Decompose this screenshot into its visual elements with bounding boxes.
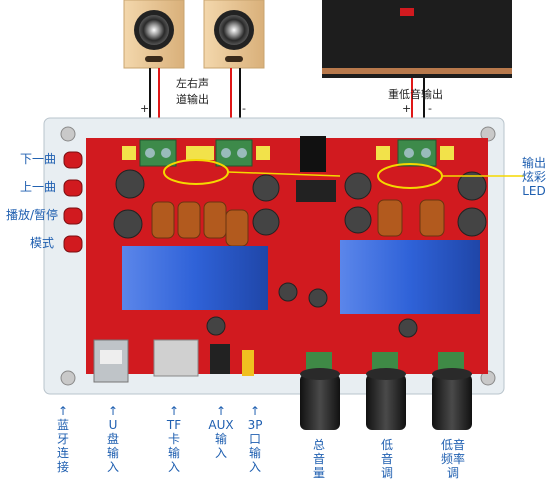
knob-label-bass: 低 音 调 <box>380 438 394 480</box>
knob-label-char: 调 <box>380 466 393 480</box>
knob-label-char: 低 <box>380 438 393 452</box>
button-label-mode: 模式 <box>30 236 55 250</box>
knob-bass-frequency[interactable] <box>432 352 472 430</box>
input-usb-char: 盘 <box>106 432 119 446</box>
left-right-label-line1: 左右声 <box>176 77 209 90</box>
button-label-play-pause: 播放/暂停 <box>6 208 59 222</box>
knob-bass[interactable] <box>366 352 406 430</box>
input-tf-char: 输 <box>167 446 180 460</box>
button-label-prev: 上一曲 <box>20 180 57 194</box>
led-label-line2: 炫彩 <box>522 170 547 184</box>
input-3p-char: 3P <box>247 418 263 432</box>
arrow-up-icon: ↑ <box>57 404 69 418</box>
input-aux: ↑ AUX 输 入 <box>204 404 238 460</box>
left-right-label-line2: 道输出 <box>176 93 209 106</box>
subwoofer-output-label: 重低音输出 <box>388 88 443 101</box>
input-3p: ↑ 3P 口 输 入 <box>244 404 266 474</box>
pcb-board <box>86 136 524 383</box>
input-bluetooth: ↑ 蓝 牙 连 接 <box>56 404 70 474</box>
heatsink-right <box>340 240 480 314</box>
knob-label-char: 量 <box>312 466 325 480</box>
input-bluetooth-char: 牙 <box>56 432 69 446</box>
knob-label-char: 音 <box>380 452 393 466</box>
input-bluetooth-char: 蓝 <box>56 418 69 432</box>
knob-label-char: 音 <box>312 452 325 466</box>
input-tf-char: 入 <box>167 460 180 474</box>
input-3p-char: 口 <box>248 432 261 446</box>
input-usb-char: 入 <box>106 460 119 474</box>
input-bluetooth-char: 接 <box>56 460 69 474</box>
side-buttons <box>63 151 83 253</box>
knob-label-bass-frequency: 低音 频率 调 <box>438 438 468 480</box>
input-tf-char: TF <box>166 418 182 432</box>
input-usb-char: 输 <box>106 446 119 460</box>
led-label: 输出 炫彩 LED <box>522 156 546 198</box>
input-aux-char: 入 <box>214 446 227 460</box>
input-usb-char: U <box>108 418 118 432</box>
led-label-line3: LED <box>522 184 546 198</box>
input-tf-char: 卡 <box>167 432 180 446</box>
left-right-output-label: 左右声 道输出 <box>176 76 209 108</box>
subwoofer <box>322 0 512 78</box>
input-aux-char: 输 <box>214 432 227 446</box>
input-usb: ↑ U 盘 输 入 <box>106 404 120 474</box>
arrow-up-icon: ↑ <box>215 404 227 418</box>
knob-label-line: 频率 <box>440 452 465 466</box>
heatsink-left <box>122 246 268 310</box>
arrow-up-icon: ↑ <box>168 404 180 418</box>
knob-label-line: 低音 <box>440 438 465 452</box>
minus-sign-right: - <box>242 102 246 115</box>
input-3p-char: 入 <box>248 460 261 474</box>
arrow-up-icon: ↑ <box>249 404 261 418</box>
arrow-up-icon: ↑ <box>107 404 119 418</box>
input-tf: ↑ TF 卡 输 入 <box>164 404 184 474</box>
led-label-line1: 输出 <box>522 156 547 170</box>
input-aux-char: AUX <box>208 418 234 432</box>
knob-label-volume: 总 音 量 <box>312 438 326 480</box>
input-3p-char: 输 <box>248 446 261 460</box>
knob-label-line: 调 <box>446 466 459 480</box>
left-speaker <box>123 0 185 69</box>
right-speaker <box>203 0 265 69</box>
knob-volume[interactable] <box>300 352 340 430</box>
minus-sign-sub: - <box>428 102 432 115</box>
input-bluetooth-char: 连 <box>56 446 69 460</box>
button-label-next: 下一曲 <box>20 152 57 166</box>
plus-sign-left: + <box>140 102 150 115</box>
knob-label-char: 总 <box>312 438 325 452</box>
plus-sign-sub: + <box>402 102 412 115</box>
